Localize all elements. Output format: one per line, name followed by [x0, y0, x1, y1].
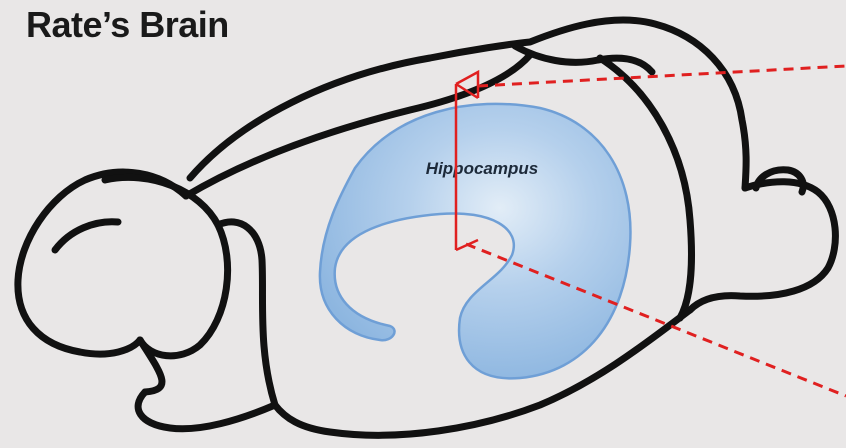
brainstem-outline	[138, 392, 275, 429]
cerebellum-outline	[18, 172, 186, 354]
olfactory-bulb-outline	[690, 182, 835, 310]
cerebellum-fold-line	[55, 222, 118, 250]
projection-line-top	[478, 66, 846, 86]
brain-outline	[18, 20, 836, 435]
upper-fold-line	[515, 46, 652, 72]
cerebellum-inner-lobe	[105, 177, 228, 355]
hippocampus-label: Hippocampus	[426, 159, 538, 178]
